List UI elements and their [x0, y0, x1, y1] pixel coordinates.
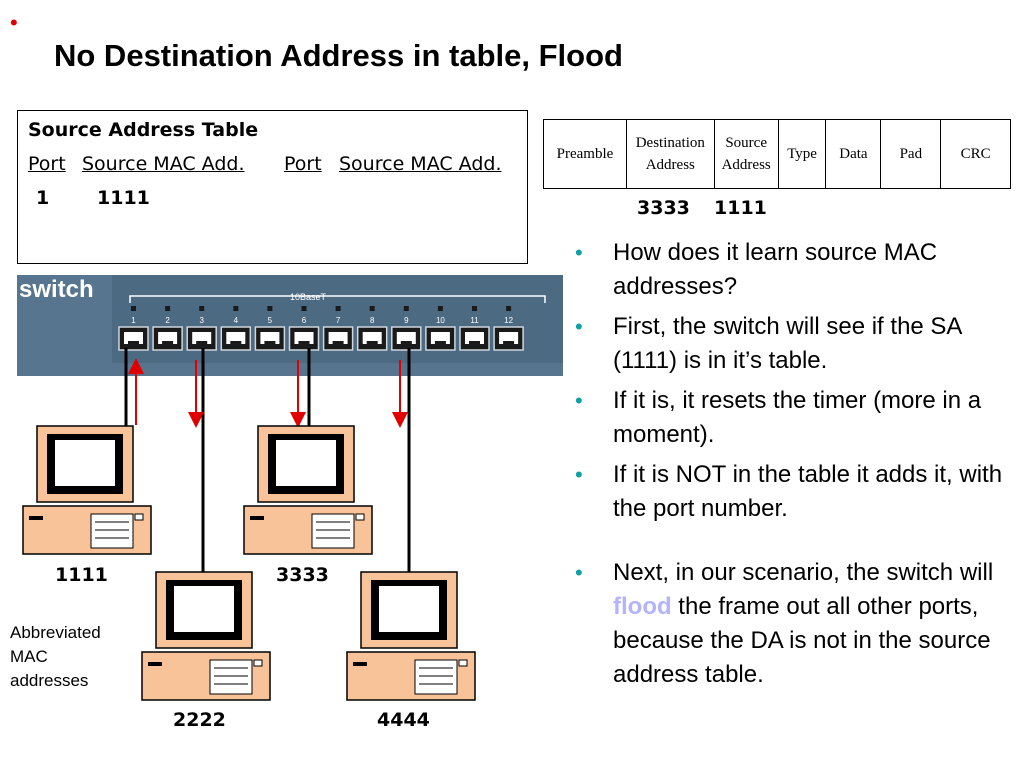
switch-port-10 — [425, 326, 456, 351]
port-led-12 — [506, 306, 512, 311]
frame-field-pad: Pad — [880, 119, 942, 189]
computer-2222 — [141, 571, 271, 701]
port-number-4: 4 — [234, 316, 239, 325]
bullet-dot: • — [575, 388, 583, 413]
port-number-1: 1 — [131, 316, 136, 325]
port-number-8: 8 — [370, 316, 375, 325]
switch-label: switch — [19, 276, 94, 303]
switch-port-4 — [220, 326, 252, 351]
frame-destination-value: 3333 — [637, 197, 690, 219]
bullet-item: •If it is, it resets the timer (more in … — [575, 384, 1015, 452]
flood-highlight: flood — [613, 593, 672, 620]
port-led-7 — [335, 306, 341, 311]
bullet-dot: • — [575, 462, 583, 487]
frame-field-preamble: Preamble — [543, 119, 627, 189]
host-label-2222: 2222 — [173, 709, 226, 731]
slide-title: No Destination Address in table, Flood — [54, 38, 623, 73]
port-led-11 — [472, 306, 477, 311]
computer-4444 — [346, 571, 476, 701]
frame-field-data: Data — [825, 119, 882, 189]
bullet-list: •How does it learn source MAC addresses?… — [575, 236, 1015, 698]
computer-3333 — [243, 425, 373, 555]
source-address-table: Source Address Table Port Source MAC Add… — [17, 110, 528, 264]
switch-port-5 — [254, 326, 286, 351]
switch-port-7 — [322, 326, 354, 351]
header-mac-2: Source MAC Add. — [339, 153, 502, 175]
host-label-4444: 4444 — [377, 709, 430, 731]
port-number-5: 5 — [268, 316, 273, 325]
switch-port-6 — [288, 326, 320, 351]
bullet-dot: • — [575, 560, 583, 585]
port-led-2 — [165, 306, 171, 311]
bullet-dot: • — [575, 240, 583, 265]
bullet-dot: • — [575, 314, 583, 339]
header-port-2: Port — [284, 153, 322, 175]
bullet-item: •Next, in our scenario, the switch will … — [575, 556, 1015, 692]
port-bracket — [129, 295, 546, 303]
bullet-item: •How does it learn source MAC addresses? — [575, 236, 1015, 304]
port-led-10 — [437, 306, 443, 311]
frame-field-crc: CRC — [940, 119, 1011, 189]
port-number-10: 10 — [436, 316, 445, 325]
port-led-9 — [403, 306, 409, 311]
switch-port-11 — [459, 326, 490, 351]
port-number-7: 7 — [336, 316, 341, 325]
port-led-8 — [369, 306, 375, 311]
port-number-6: 6 — [302, 316, 307, 325]
port-number-12: 12 — [504, 316, 513, 325]
switch-port-12 — [493, 326, 524, 351]
switch-port-9 — [391, 326, 422, 351]
table-title: Source Address Table — [28, 119, 259, 141]
port-number-9: 9 — [404, 316, 409, 325]
host-label-3333: 3333 — [276, 564, 329, 586]
port-led-3 — [199, 306, 205, 311]
computer-1111 — [22, 425, 152, 555]
port-number-3: 3 — [199, 316, 204, 325]
port-number-11: 11 — [470, 316, 479, 325]
bullet-item: •If it is NOT in the table it adds it, w… — [575, 458, 1015, 526]
port-led-6 — [301, 306, 307, 311]
table-row-mac: 1111 — [97, 187, 150, 209]
port-number-2: 2 — [165, 316, 170, 325]
mac-note: Abbreviated MAC addresses — [10, 623, 101, 690]
header-mac-1: Source MAC Add. — [82, 153, 245, 175]
host-label-1111: 1111 — [55, 564, 108, 586]
frame-source-value: 1111 — [714, 197, 767, 219]
title-bullet-dot: • — [10, 10, 18, 35]
switch-port-8 — [356, 326, 388, 351]
frame-field-type: Type — [777, 119, 827, 189]
port-led-5 — [267, 306, 273, 311]
switch-model-label: 10BaseT — [290, 292, 327, 302]
port-led-4 — [233, 306, 239, 311]
table-row-port: 1 — [36, 187, 50, 209]
header-port-1: Port — [28, 153, 66, 175]
switch-port-2 — [152, 326, 183, 351]
port-led-1 — [131, 306, 136, 311]
bullet-item: •First, the switch will see if the SA (1… — [575, 310, 1015, 378]
switch-port-3 — [186, 326, 217, 351]
switch-port-1 — [118, 326, 149, 351]
